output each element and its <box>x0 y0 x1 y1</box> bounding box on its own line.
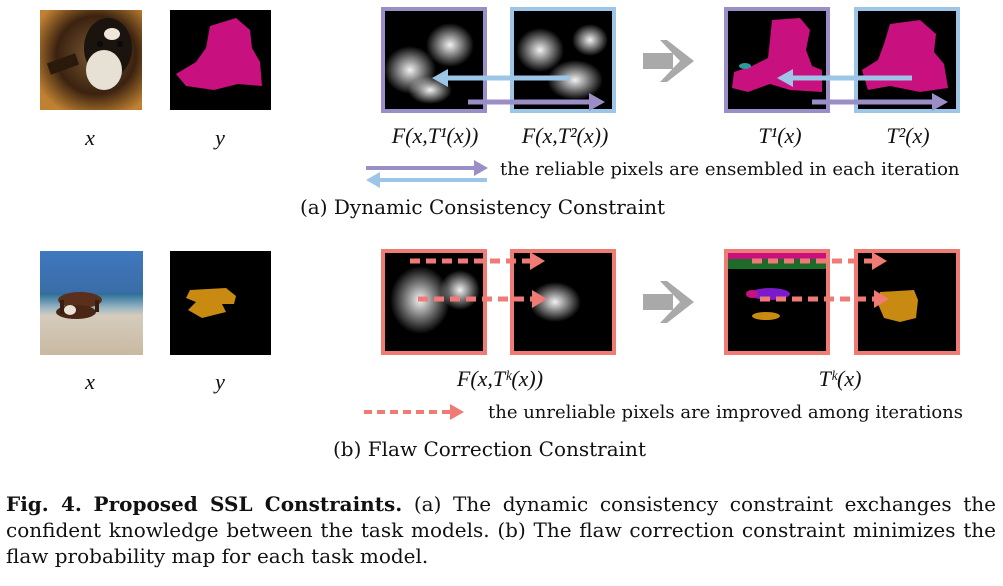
input-image-beach <box>40 251 143 355</box>
figure-label: Fig. 4. <box>6 492 82 516</box>
label-f2: F(x,T²(x)) <box>521 123 609 148</box>
figure-caption: Fig. 4. Proposed SSL Constraints. (a) Th… <box>6 491 996 569</box>
improve-arrow-bottom <box>418 290 547 308</box>
legend-arrow-purple <box>366 160 488 176</box>
exchange-arrow-purple-right <box>812 93 948 111</box>
legend-arrow-dashed <box>364 404 464 420</box>
figure-title: Proposed SSL Constraints. <box>93 492 403 516</box>
segmentation-map-t1 <box>724 7 830 113</box>
label-a-x: x <box>85 125 95 150</box>
label-t2: T²(x) <box>886 123 930 148</box>
subcaption-a: (a) Dynamic Consistency Constraint <box>300 195 666 219</box>
figure-caption-text: (a) The dynamic consistency constraint e… <box>6 492 996 568</box>
label-a-y: y <box>215 125 225 150</box>
legend-arrow-blue <box>366 172 487 188</box>
label-t1: T¹(x) <box>758 123 802 148</box>
legend-b-text: the unreliable pixels are improved among… <box>488 402 964 423</box>
improve-arrow-bottom-right <box>760 290 889 308</box>
label-tk: Tᵏ(x) <box>818 366 862 391</box>
label-fk: F(x,Tᵏ(x)) <box>456 366 544 391</box>
label-b-x: x <box>85 369 95 394</box>
segmentation-map-tk <box>724 249 830 355</box>
flaw-map-tk <box>510 249 616 355</box>
prediction-map-t1 <box>381 7 487 113</box>
label-map-gold <box>170 251 271 355</box>
label-map-magenta <box>170 10 271 110</box>
subcaption-b: (b) Flaw Correction Constraint <box>333 437 646 461</box>
improve-arrow-top-right <box>752 252 887 270</box>
exchange-arrow-purple <box>468 93 605 111</box>
exchange-arrow-blue <box>432 69 570 87</box>
legend-a-text: the reliable pixels are ensembled in eac… <box>500 159 960 180</box>
input-image-dog <box>40 10 142 110</box>
label-b-y: y <box>215 369 225 394</box>
improve-arrow-top <box>410 252 545 270</box>
transition-arrow-a <box>643 40 694 82</box>
flaw-map-tk-right <box>854 249 960 355</box>
prediction-map-tk <box>381 249 487 355</box>
prediction-map-t2 <box>510 7 616 113</box>
exchange-arrow-blue-right <box>777 69 912 87</box>
label-f1: F(x,T¹(x)) <box>391 123 479 148</box>
segmentation-map-t2 <box>854 7 960 113</box>
transition-arrow-b <box>643 281 694 323</box>
